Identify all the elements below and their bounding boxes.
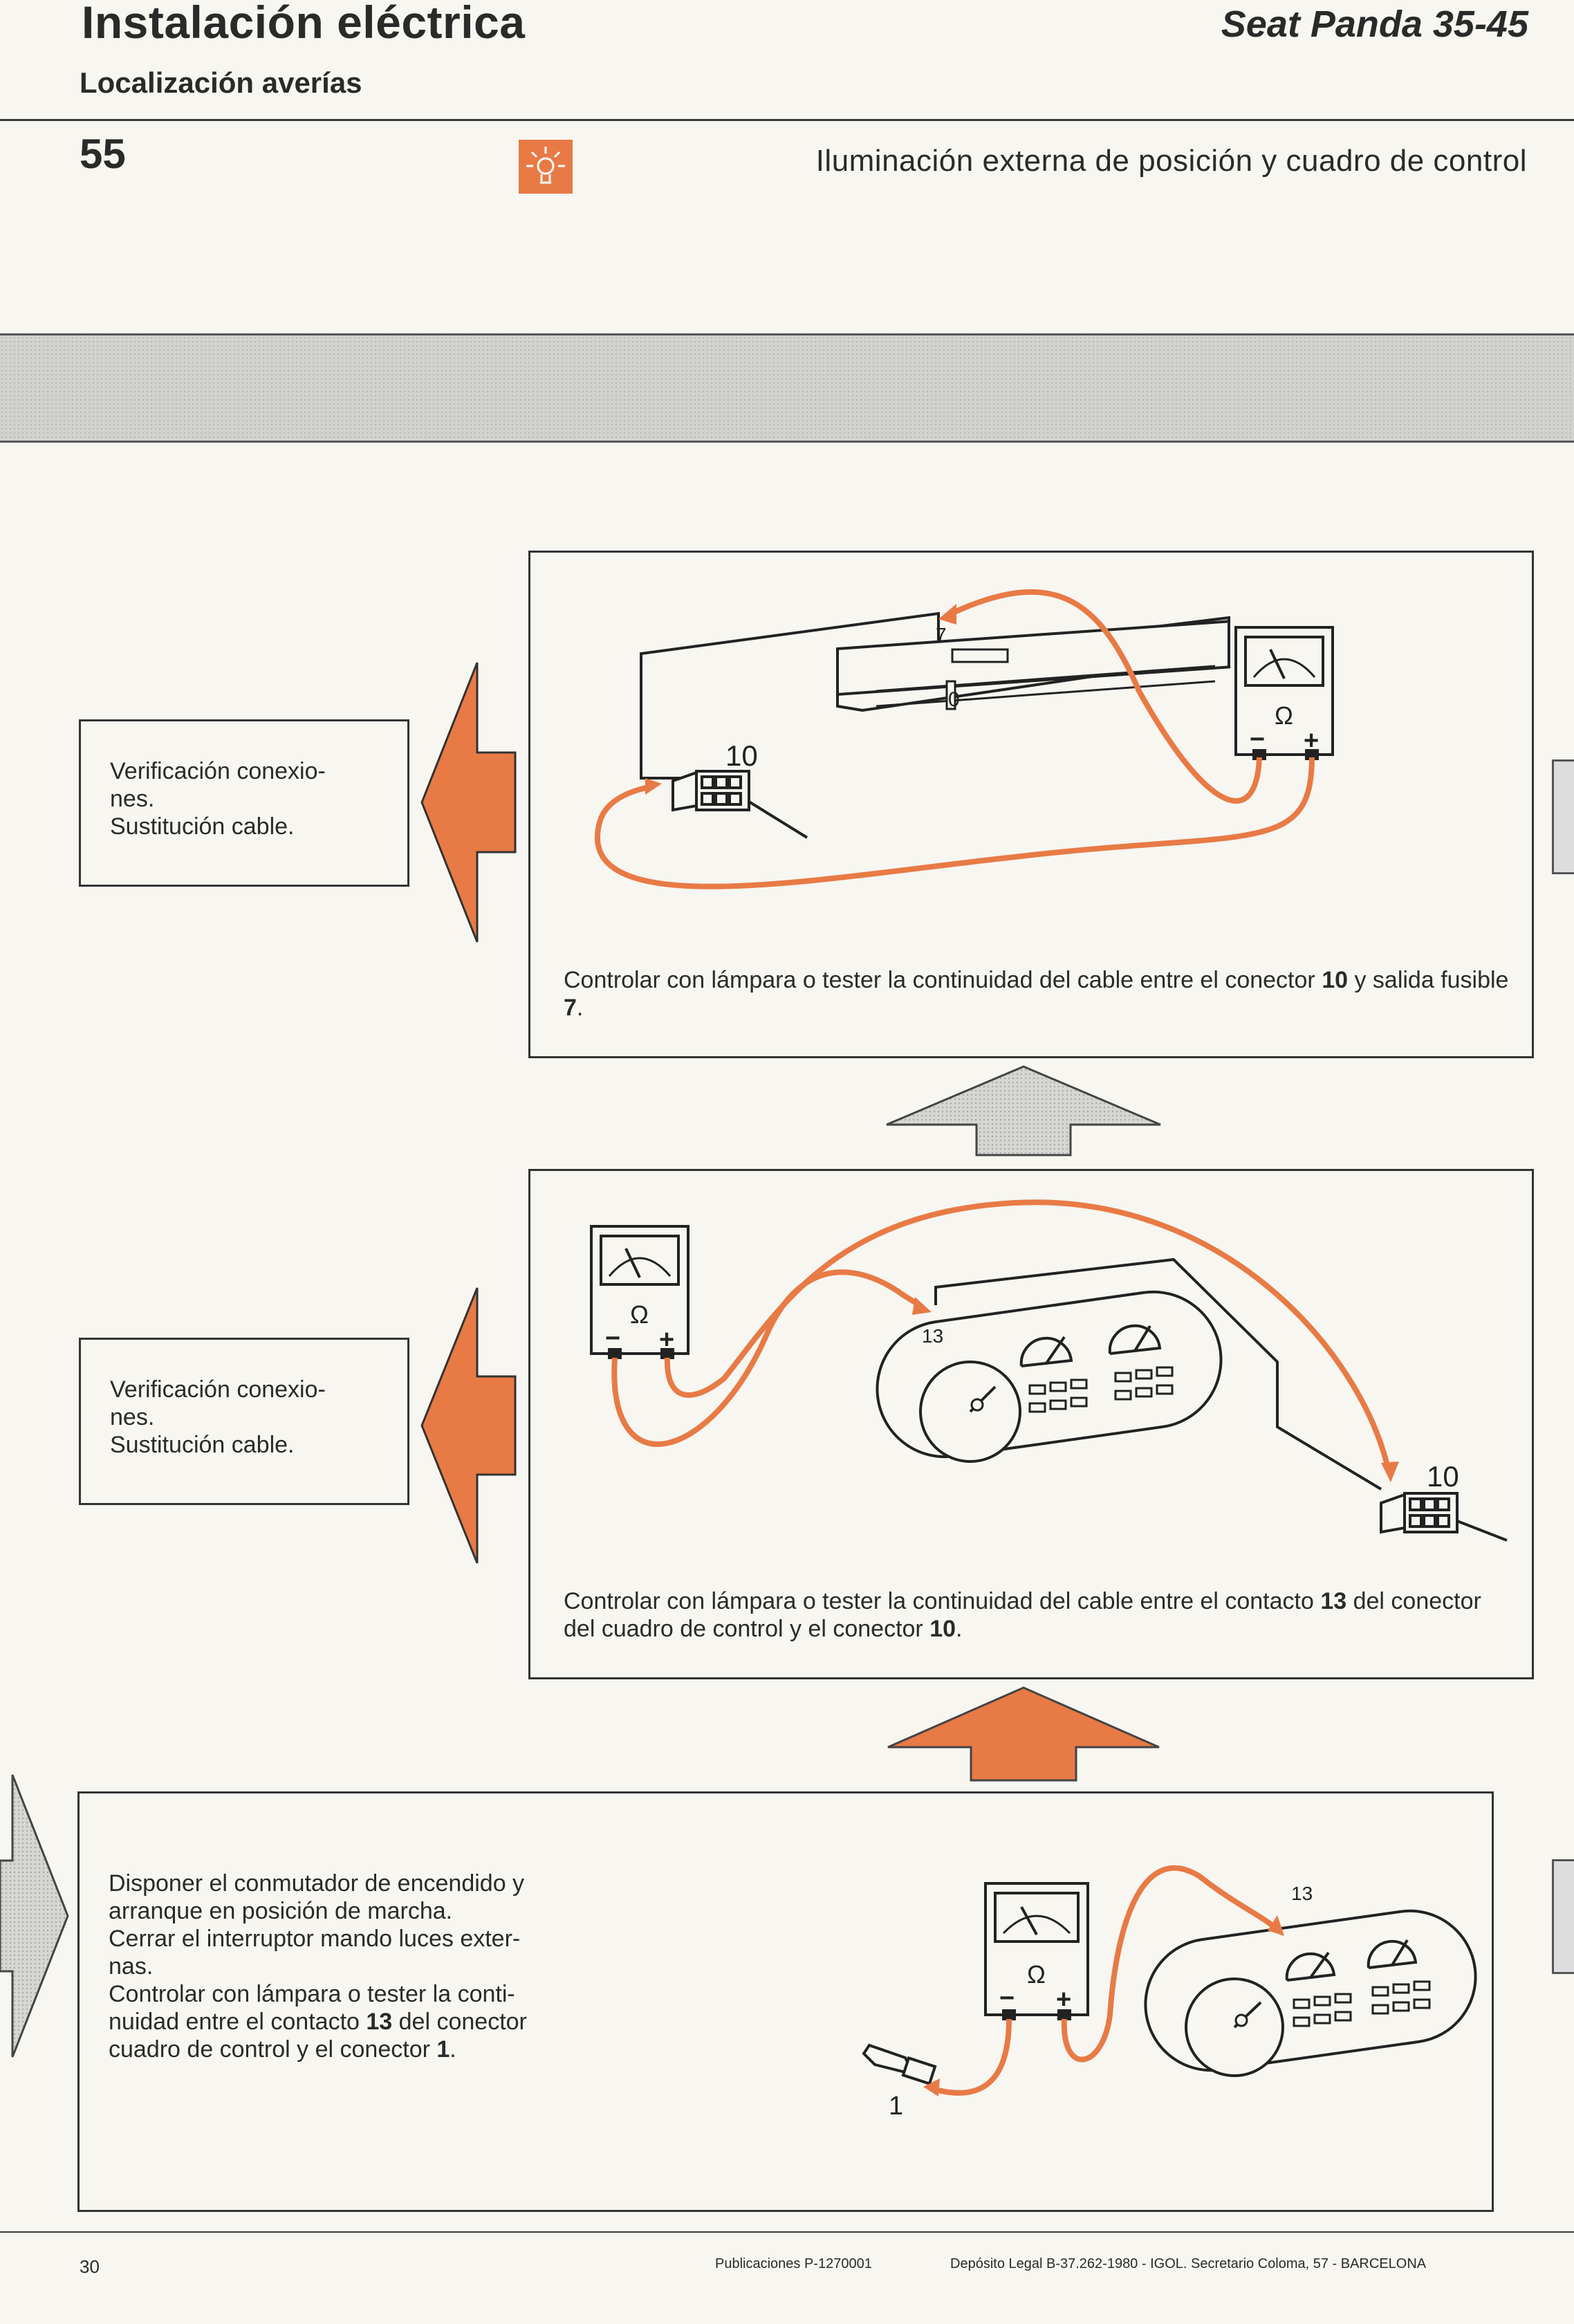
up-arrow-orange: [887, 1686, 1160, 1782]
step3-panel: Disponer el conmutador de encendido y ar…: [77, 1791, 1494, 2212]
step3-line3: Cerrar el interruptor mando luces exter-: [109, 1926, 521, 1952]
step3-line7-after: .: [450, 2036, 456, 2063]
ohmmeter: [590, 1225, 689, 1359]
step3-diagram: Ω − + 13 1: [862, 1865, 1477, 2121]
section-title: Iluminación externa de posición y cuadro…: [815, 144, 1527, 178]
meter-minus: −: [999, 1984, 1015, 2013]
header-rule: [0, 119, 1574, 121]
step1-fuse-label: 7: [936, 624, 947, 645]
step2-ref-b: 10: [929, 1616, 956, 1642]
step3-line6-before: nuidad entre el contacto: [109, 2009, 367, 2035]
footer-legal: Depósito Legal B-37.262-1980 - IGOL. Sec…: [950, 2256, 1427, 2271]
up-arrow-grey: [886, 1065, 1161, 1156]
step2-text-after: .: [956, 1616, 963, 1642]
header-title: Instalación eléctrica: [82, 0, 526, 48]
step1-diagram: 7 0 10 Ω − +: [595, 589, 1334, 889]
step3-line6-ref: 13: [366, 2009, 393, 2035]
step3-connector-label: 1: [889, 2092, 903, 2121]
step1-ref-b: 7: [564, 995, 577, 1021]
edge-tab: [1552, 759, 1574, 874]
connector-10: [672, 770, 750, 812]
omega-icon: Ω: [630, 1300, 649, 1329]
step1-connector-label: 10: [725, 739, 758, 772]
step1-side-line3: Sustitución cable.: [110, 813, 295, 840]
step1-text-after: .: [576, 995, 584, 1021]
meter-plus: +: [659, 1325, 674, 1354]
step2-side-line2: nes.: [110, 1404, 155, 1430]
step3-contact-label: 13: [1291, 1883, 1313, 1904]
step1-side-line2: nes.: [110, 786, 155, 812]
step2-side-line3: Sustitución cable.: [110, 1432, 295, 1458]
instrument-cluster: [1144, 1909, 1477, 2077]
step2-panel: Ω − + 13 10: [528, 1169, 1534, 1679]
meter-plus: +: [1056, 1985, 1071, 2014]
footer-rule: [0, 2231, 1574, 2233]
meter-minus: −: [605, 1324, 620, 1353]
step2-text-before: Controlar con lámpara o tester la contin…: [564, 1588, 1321, 1614]
step3-line7-ref: 1: [436, 2036, 450, 2063]
ohmmeter: [1234, 626, 1334, 760]
step1-fuse-window: 0: [948, 688, 960, 711]
step1-panel: 7 0 10 Ω − + Controlar con lámpara o tes…: [528, 551, 1534, 1058]
step2-text-middle: del conector del cuadro de control y el …: [564, 1588, 1481, 1642]
connector-10: [1380, 1492, 1459, 1534]
step1-text-before: Controlar con lámpara o tester la contin…: [564, 967, 1322, 993]
step1-side-box: Verificación conexio- nes. Sustitución c…: [79, 719, 409, 887]
step2-connector-label: 10: [1427, 1460, 1459, 1493]
step3-line4: nas.: [109, 1953, 154, 1980]
omega-icon: Ω: [1027, 1960, 1046, 1989]
dotted-band: [0, 333, 1574, 443]
step3-line6-after: del conector: [392, 2009, 527, 2035]
footer-page-number: 30: [80, 2256, 100, 2277]
right-arrow-grey: [0, 1774, 69, 2058]
step1-left-arrow: [420, 662, 517, 943]
header-subtitle: Localización averías: [80, 66, 362, 99]
meter-plus: +: [1304, 726, 1319, 755]
step2-contact-label: 13: [922, 1325, 943, 1347]
step3-line7-before: cuadro de control y el conector: [109, 2036, 437, 2063]
step2-side-line1: Verificación conexio-: [110, 1376, 326, 1403]
step1-side-line1: Verificación conexio-: [110, 758, 326, 784]
fuse-box: [836, 616, 1230, 712]
footer-publication: Publicaciones P-1270001: [715, 2256, 872, 2271]
step3-line5: Controlar con lámpara o tester la conti-: [109, 1981, 515, 2007]
step3-line2: arranque en posición de marcha.: [109, 1898, 453, 1924]
step2-diagram: Ω − + 13 10: [590, 1199, 1508, 1542]
section-number: 55: [80, 131, 126, 177]
lamp-icon: [519, 140, 573, 194]
meter-minus: −: [1250, 725, 1265, 754]
step2-side-box: Verificación conexio- nes. Sustitución c…: [79, 1338, 409, 1505]
step2-ref-a: 13: [1320, 1588, 1347, 1614]
step3-line1: Disponer el conmutador de encendido y: [109, 1870, 525, 1897]
step1-ref-a: 10: [1322, 967, 1349, 993]
step1-text-middle: y salida fusible: [1348, 967, 1509, 993]
edge-tab: [1552, 1859, 1574, 1974]
step2-left-arrow: [420, 1287, 517, 1564]
connector-1: [862, 2043, 937, 2086]
model-name: Seat Panda 35-45: [1221, 3, 1528, 45]
omega-icon: Ω: [1275, 701, 1293, 730]
